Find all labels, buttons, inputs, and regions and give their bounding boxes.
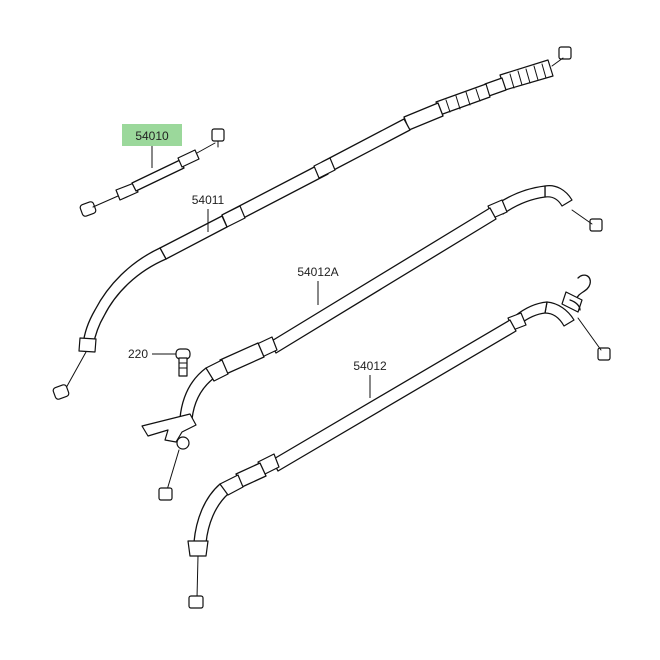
cable-54011 bbox=[52, 46, 572, 400]
cable-54010 bbox=[79, 128, 225, 217]
label-54010-highlight bbox=[122, 124, 182, 146]
label-54010: 54010 bbox=[135, 129, 169, 143]
label-54011: 54011 bbox=[192, 193, 225, 207]
label-54012A: 54012A bbox=[297, 265, 338, 279]
label-54012: 54012 bbox=[353, 359, 387, 373]
label-220: 220 bbox=[128, 347, 148, 361]
cable-54012 bbox=[187, 274, 611, 609]
bolt-220 bbox=[175, 348, 191, 377]
cable-54012A bbox=[141, 185, 603, 501]
